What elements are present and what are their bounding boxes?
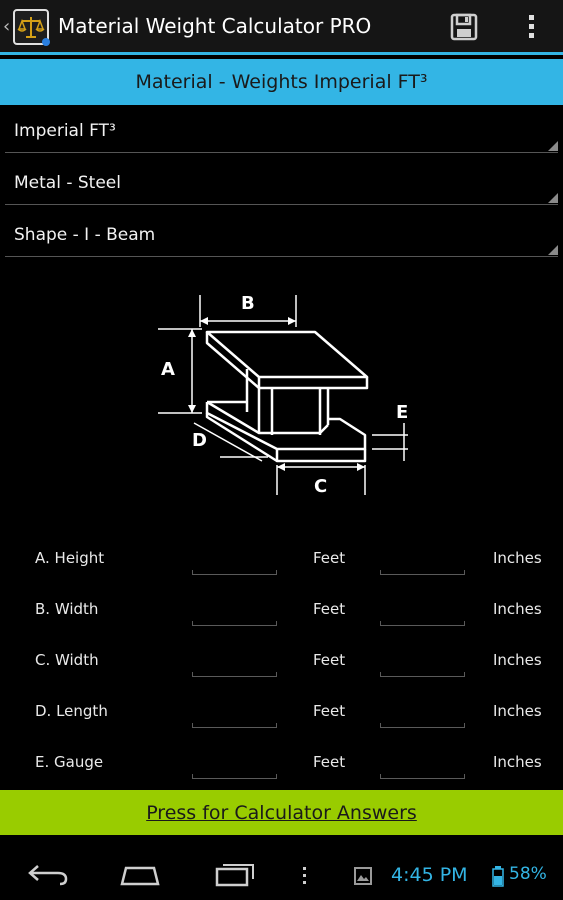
input-underline xyxy=(380,570,381,575)
battery-percentage: 58% xyxy=(509,864,547,884)
row-label: E. Gauge xyxy=(35,753,104,771)
app-title: Material Weight Calculator PRO xyxy=(58,14,372,38)
input-underline xyxy=(380,574,465,575)
input-underline xyxy=(464,723,465,728)
length-feet-input[interactable] xyxy=(192,698,277,728)
dropdown-arrow-icon xyxy=(548,141,558,151)
input-underline xyxy=(380,672,381,677)
dimension-label-e: E xyxy=(396,402,409,423)
dimension-label-a: A xyxy=(161,359,175,380)
input-underline xyxy=(276,672,277,677)
row-label: D. Length xyxy=(35,702,108,720)
spinner-underline xyxy=(5,152,558,153)
input-underline xyxy=(192,778,277,779)
dimension-label-d: D xyxy=(192,430,207,451)
row-length: D. Length Feet Inches xyxy=(0,690,563,734)
row-label: A. Height xyxy=(35,549,105,567)
battery-icon xyxy=(492,866,504,887)
action-bar-divider xyxy=(0,52,563,55)
gauge-feet-input[interactable] xyxy=(192,749,277,779)
feet-unit-label: Feet xyxy=(313,651,346,669)
input-underline xyxy=(192,727,277,728)
dropdown-arrow-icon xyxy=(548,193,558,203)
inches-unit-label: Inches xyxy=(493,702,542,720)
section-header: Material - Weights Imperial FT³ xyxy=(0,59,563,105)
dimension-label-c: C xyxy=(314,476,328,497)
input-underline xyxy=(192,723,193,728)
height-inches-input[interactable] xyxy=(380,545,465,575)
length-inches-input[interactable] xyxy=(380,698,465,728)
input-underline xyxy=(192,672,193,677)
input-underline xyxy=(380,625,465,626)
material-spinner-value: Metal - Steel xyxy=(14,173,121,193)
feet-unit-label: Feet xyxy=(313,702,346,720)
dimension-label-b: B xyxy=(241,293,255,314)
input-underline xyxy=(464,774,465,779)
width-c-feet-input[interactable] xyxy=(192,647,277,677)
input-underline xyxy=(464,672,465,677)
calculator-answers-button[interactable]: Press for Calculator Answers xyxy=(0,790,563,835)
save-icon[interactable] xyxy=(449,13,479,41)
height-feet-input[interactable] xyxy=(192,545,277,575)
input-underline xyxy=(192,574,277,575)
home-icon[interactable] xyxy=(118,864,162,886)
input-underline xyxy=(464,570,465,575)
feet-unit-label: Feet xyxy=(313,753,346,771)
material-spinner[interactable]: Metal - Steel xyxy=(5,165,558,205)
units-spinner[interactable]: Imperial FT³ xyxy=(5,113,558,153)
input-underline xyxy=(380,676,465,677)
input-underline xyxy=(380,774,381,779)
gauge-inches-input[interactable] xyxy=(380,749,465,779)
spinner-underline xyxy=(5,256,558,257)
input-underline xyxy=(276,621,277,626)
feet-unit-label: Feet xyxy=(313,549,346,567)
i-beam-diagram: A B C D E xyxy=(150,285,420,500)
status-clock: 4:45 PM xyxy=(391,864,468,886)
app-logo-icon[interactable] xyxy=(13,9,50,46)
input-underline xyxy=(380,727,465,728)
width-c-inches-input[interactable] xyxy=(380,647,465,677)
row-height: A. Height Feet Inches xyxy=(0,537,563,581)
spinner-underline xyxy=(5,204,558,205)
row-label: C. Width xyxy=(35,651,99,669)
width-b-feet-input[interactable] xyxy=(192,596,277,626)
row-width-c: C. Width Feet Inches xyxy=(0,639,563,683)
width-b-inches-input[interactable] xyxy=(380,596,465,626)
shape-spinner-value: Shape - I - Beam xyxy=(14,225,156,245)
back-icon[interactable] xyxy=(26,862,70,886)
action-bar: ‹ Material Weight Calculator PRO xyxy=(0,0,563,52)
input-underline xyxy=(276,774,277,779)
recent-apps-icon[interactable] xyxy=(214,861,258,887)
input-underline xyxy=(192,570,193,575)
inches-unit-label: Inches xyxy=(493,600,542,618)
app-badge-dot xyxy=(42,38,50,46)
system-nav-bar xyxy=(0,835,563,900)
input-underline xyxy=(380,723,381,728)
image-notification-icon xyxy=(354,867,372,885)
up-chevron-icon[interactable]: ‹ xyxy=(3,16,11,37)
menu-icon[interactable] xyxy=(300,865,310,887)
input-underline xyxy=(192,621,193,626)
inches-unit-label: Inches xyxy=(493,753,542,771)
inches-unit-label: Inches xyxy=(493,549,542,567)
input-underline xyxy=(380,778,465,779)
input-underline xyxy=(464,621,465,626)
shape-spinner[interactable]: Shape - I - Beam xyxy=(5,217,558,257)
dropdown-arrow-icon xyxy=(548,245,558,255)
input-underline xyxy=(192,676,277,677)
input-underline xyxy=(380,621,381,626)
input-underline xyxy=(276,570,277,575)
row-width-b: B. Width Feet Inches xyxy=(0,588,563,632)
input-underline xyxy=(192,774,193,779)
inches-unit-label: Inches xyxy=(493,651,542,669)
row-label: B. Width xyxy=(35,600,99,618)
row-gauge: E. Gauge Feet Inches xyxy=(0,741,563,785)
units-spinner-value: Imperial FT³ xyxy=(14,121,116,141)
input-underline xyxy=(276,723,277,728)
input-underline xyxy=(192,625,277,626)
feet-unit-label: Feet xyxy=(313,600,346,618)
overflow-menu-icon[interactable] xyxy=(521,12,541,42)
